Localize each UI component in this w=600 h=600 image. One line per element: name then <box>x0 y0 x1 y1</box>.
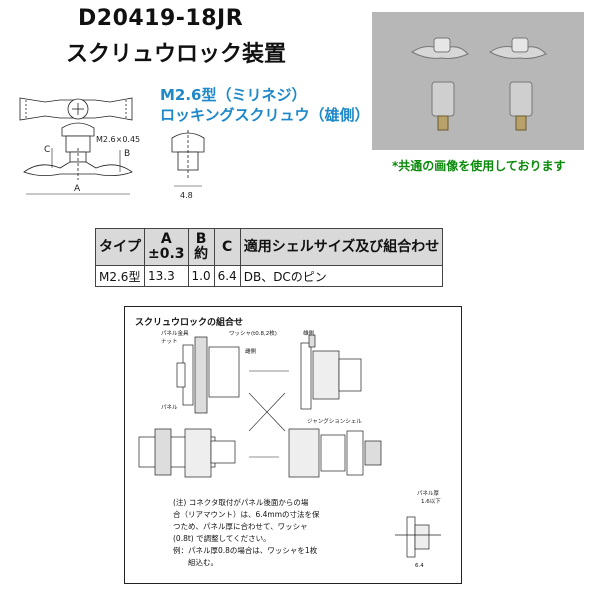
label-a: A <box>74 184 81 194</box>
label-panel: パネル <box>161 405 178 411</box>
note-line-3: つため、パネル厚に合わせて、ワッシャ <box>173 522 308 531</box>
spec-line-1: M2.6型（ミリネジ） <box>160 86 307 104</box>
note-line-4: (0.8t) で調整してください。 <box>173 534 271 543</box>
label-dim-48: 4.8 <box>180 191 193 200</box>
col-b: B 約 <box>187 228 215 266</box>
cell-shell-size: DB、DCのピン <box>239 265 444 287</box>
label-washer: ワッシャ(t0.8,2枚) <box>229 331 277 337</box>
label-panel-thickness-val: 1.6以下 <box>421 499 441 505</box>
side-view-screw-lock <box>23 122 133 180</box>
product-title: スクリュウロック装置 <box>66 42 287 67</box>
label-nut: ナット <box>161 339 178 345</box>
assembly-diagram: スクリュウロックの組合せ <box>124 306 462 584</box>
photo-screw-lock-left <box>411 37 469 131</box>
cell-a: 13.3 <box>144 265 189 287</box>
top-view-screw-lock <box>19 97 133 121</box>
assembly-title: スクリュウロックの組合せ <box>135 318 244 328</box>
label-panel-metal: パネル金具 <box>161 331 189 337</box>
note-line-1: (注) コネクタ取付がパネル後面からの場 <box>173 498 309 507</box>
cell-c: 6.4 <box>213 265 241 287</box>
label-b: B <box>124 149 130 159</box>
photo-screw-lock-right <box>489 37 547 131</box>
label-panel-thickness: パネル厚 <box>417 491 440 497</box>
label-male: 雄側 <box>303 331 315 337</box>
note-line-2: 合（リアマウント）は、6.4mmの寸法を保 <box>173 510 320 519</box>
spec-line-2: ロッキングスクリュウ（雄側） <box>160 106 370 124</box>
label-jackshell: ジャングションシェル <box>307 419 362 425</box>
part-number: D20419-18JR <box>78 6 244 31</box>
note-line-6: 組込む。 <box>173 558 218 567</box>
col-a: A ±0.3 <box>144 228 189 266</box>
col-c: C <box>213 228 241 266</box>
part-drawing: C M2.6×0.45 B A 4.8 <box>19 97 205 200</box>
table-row: M2.6型 13.3 1.0 6.4 DB、DCのピン <box>95 265 444 287</box>
col-shell-size: 適用シェルサイズ及び組合わせ <box>239 228 444 266</box>
label-dim-64: 6.4 <box>415 563 424 569</box>
table-header-row: タイプ A ±0.3 B 約 C 適用シェルサイズ及び組合わせ <box>95 228 444 266</box>
label-c: C <box>44 145 50 155</box>
label-female: 雌側 <box>245 349 257 355</box>
spec-table: タイプ A ±0.3 B 約 C 適用シェルサイズ及び組合わせ M2.6型 13… <box>95 228 444 287</box>
cell-type: M2.6型 <box>95 265 145 287</box>
cell-b: 1.0 <box>187 265 215 287</box>
col-type: タイプ <box>95 228 145 266</box>
photo-note: *共通の画像を使用しております <box>392 159 566 173</box>
assembly-illustration <box>138 334 441 558</box>
label-thread: M2.6×0.45 <box>96 135 140 144</box>
product-photo <box>372 12 584 150</box>
note-line-5: 例：パネル厚0.8の場合は、ワッシャを1枚 <box>173 546 318 555</box>
front-view-screw-lock <box>171 130 205 178</box>
